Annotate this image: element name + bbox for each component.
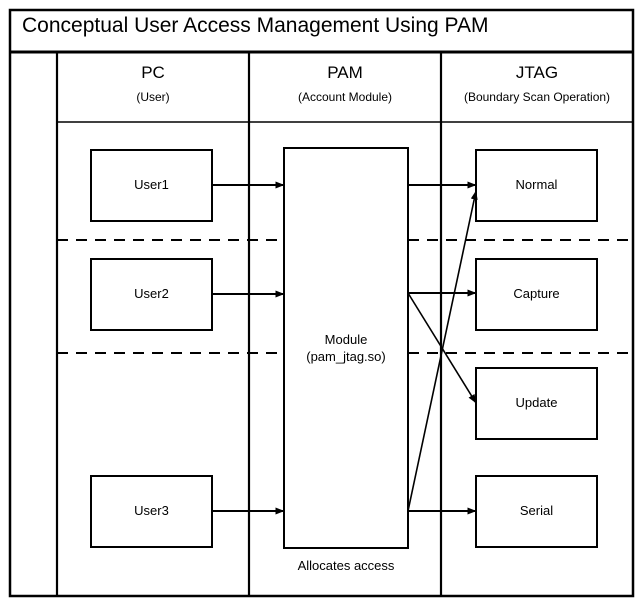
user1-box[interactable] <box>90 149 213 222</box>
normal-label: Normal <box>515 177 558 192</box>
update-label: Update <box>515 395 558 410</box>
user3-box[interactable] <box>90 475 213 548</box>
user3-label: User3 <box>134 503 169 518</box>
diagram-title: Conceptual User Access Management Using … <box>22 14 489 37</box>
user1-label: User1 <box>134 177 169 192</box>
column-header-pc-title: PC <box>141 63 165 82</box>
column-header-jtag: JTAG (Boundary Scan Operation) <box>441 62 633 105</box>
capture-box[interactable] <box>475 258 598 331</box>
column-header-pc: PC (User) <box>57 62 249 105</box>
serial-label: Serial <box>519 503 554 518</box>
column-header-pam-subtitle: (Account Module) <box>297 90 393 105</box>
capture-label: Capture <box>513 286 560 301</box>
column-header-pc-subtitle: (User) <box>136 90 170 105</box>
column-header-pam: PAM (Account Module) <box>249 62 441 105</box>
pam-module-label: Module (pam_jtag.so) <box>284 331 408 365</box>
column-header-pam-title: PAM <box>327 63 363 82</box>
column-header-jtag-subtitle: (Boundary Scan Operation) <box>463 90 611 105</box>
update-box[interactable] <box>475 367 598 440</box>
column-header-jtag-title: JTAG <box>515 63 559 82</box>
pam-module-label-line1: Module <box>324 332 368 347</box>
arrow-pam-to-normal-diagonal <box>407 190 478 512</box>
pam-allocates-caption: Allocates access <box>297 558 395 573</box>
normal-box[interactable] <box>475 149 598 222</box>
user2-box[interactable] <box>90 258 213 331</box>
pam-module-label-line2: (pam_jtag.so) <box>306 349 386 364</box>
user2-label: User2 <box>134 286 169 301</box>
pam-module-box[interactable] <box>283 147 409 549</box>
